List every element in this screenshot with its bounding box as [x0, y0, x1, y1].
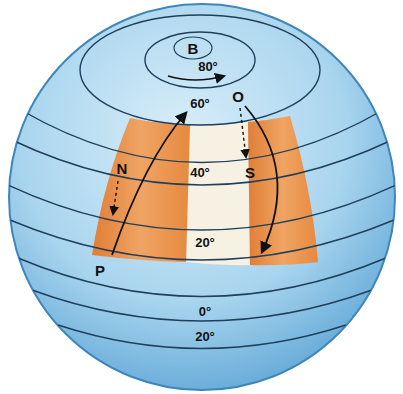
point-letter: P — [95, 263, 105, 278]
point-letter: O — [232, 89, 244, 104]
direction-letter: S — [245, 165, 255, 180]
latitude-label: 80° — [198, 60, 218, 73]
latitude-label: 0° — [199, 305, 211, 318]
latitude-label: 40° — [190, 166, 210, 179]
latitude-label: 20° — [195, 330, 215, 343]
latitude-label: 20° — [195, 236, 215, 249]
latitude-label: 60° — [190, 97, 210, 110]
pole-letter: B — [188, 41, 199, 56]
direction-letter: N — [117, 161, 128, 176]
